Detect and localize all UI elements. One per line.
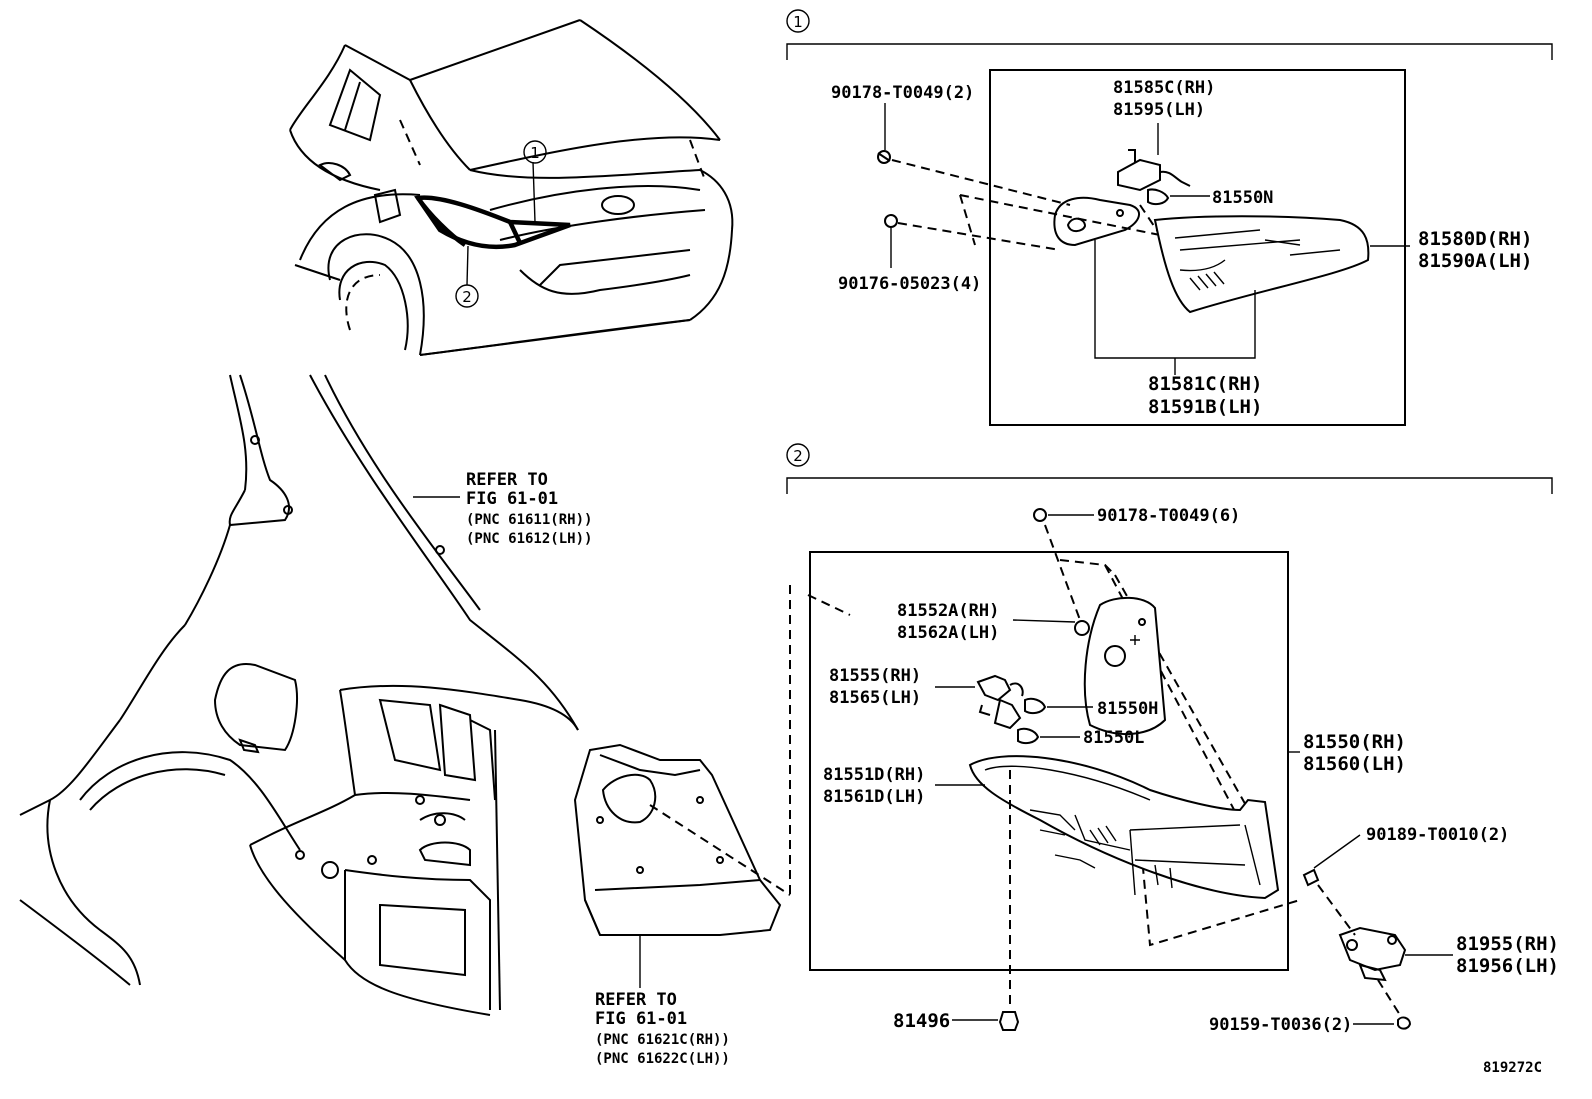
refer-lower-line4: (PNC 61622C(LH)) [595, 1051, 730, 1067]
refer-note-upper: REFER TO FIG 61-01 (PNC 61611(RH)) (PNC … [413, 470, 592, 547]
group-2-outer-lamp: 2 90178-T0049(6) 81552A(RH) 81562A(LH) 8… [786, 443, 1559, 1035]
car-callout-2: 2 [462, 288, 472, 306]
g1-socket-rh: 81585C(RH) [1113, 78, 1215, 98]
g1-bulb-label: 81550N [1212, 188, 1273, 208]
refer-note-lower: REFER TO FIG 61-01 (PNC 61621C(RH)) (PNC… [595, 990, 730, 1067]
car-rear-view: 1 2 [289, 19, 734, 356]
g2-lens-lh: 81561D(LH) [823, 787, 925, 807]
quarter-panel-drawing [19, 374, 579, 1016]
group-1-callout: 1 [793, 13, 803, 31]
g2-bulb-l: 81550L [1083, 728, 1144, 748]
g1-lamp-lh: 81590A(LH) [1418, 250, 1532, 272]
g2-bracket-rh: 81955(RH) [1456, 933, 1559, 955]
g2-socket-rh: 81555(RH) [829, 666, 921, 686]
refer-upper-line4: (PNC 61612(LH)) [466, 531, 592, 547]
refer-lower-line1: REFER TO [595, 990, 677, 1010]
g2-screw1: 90189-T0010(2) [1366, 825, 1509, 845]
g2-bulb-h: 81550H [1097, 699, 1158, 719]
g2-bracket-lh: 81956(LH) [1456, 955, 1559, 977]
drawing-number: 819272C [1483, 1060, 1542, 1076]
refer-upper-line2: FIG 61-01 [466, 489, 558, 509]
g2-lens-rh: 81551D(RH) [823, 765, 925, 785]
refer-upper-line1: REFER TO [466, 470, 548, 490]
g2-nut-label: 90178-T0049(6) [1097, 506, 1240, 526]
g2-lamp-lh: 81560(LH) [1303, 753, 1406, 775]
car-callout-1: 1 [530, 144, 540, 162]
splash-shield-drawing [573, 743, 791, 988]
g2-grommet: 81496 [893, 1010, 950, 1032]
g1-screw-label: 90176-05023(4) [838, 274, 981, 294]
refer-lower-line3: (PNC 61621C(RH)) [595, 1032, 730, 1048]
refer-upper-line3: (PNC 61611(RH)) [466, 512, 592, 528]
g1-lens-lh: 81591B(LH) [1148, 396, 1262, 418]
g2-cover-lh: 81562A(LH) [897, 623, 999, 643]
g2-lamp-rh: 81550(RH) [1303, 731, 1406, 753]
g1-lens-rh: 81581C(RH) [1148, 373, 1262, 395]
g1-nut-label: 90178-T0049(2) [831, 83, 974, 103]
g1-lamp-rh: 81580D(RH) [1418, 228, 1532, 250]
g2-cover-rh: 81552A(RH) [897, 601, 999, 621]
refer-lower-line2: FIG 61-01 [595, 1009, 687, 1029]
g1-socket-lh: 81595(LH) [1113, 100, 1205, 120]
g2-screw2: 90159-T0036(2) [1209, 1015, 1352, 1035]
g2-socket-lh: 81565(LH) [829, 688, 921, 708]
group-1-inner-lamp: 1 90178-T0049(2) 90176-05023(4) 81585C(R… [786, 9, 1553, 426]
group-2-callout: 2 [793, 447, 803, 465]
